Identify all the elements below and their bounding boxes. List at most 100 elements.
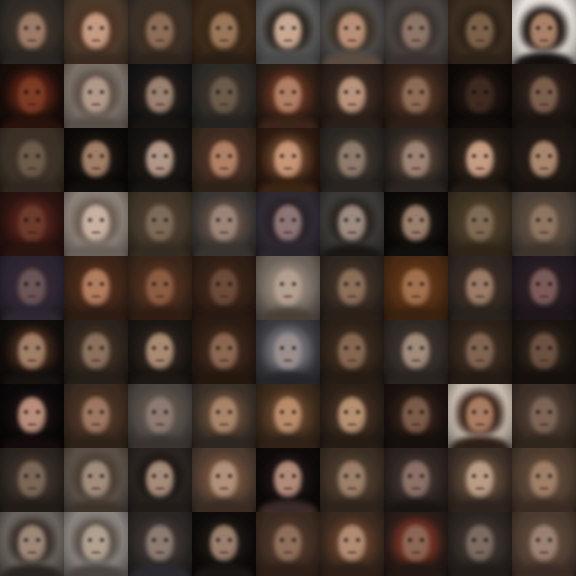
- eyes-shadow: [279, 282, 297, 286]
- eyes-shadow: [535, 474, 553, 478]
- mouth-shadow: [155, 487, 165, 490]
- face-tile: [64, 128, 128, 192]
- face-tile: [384, 256, 448, 320]
- face-blob: [530, 205, 558, 241]
- mouth-shadow: [475, 167, 485, 170]
- face-blob: [146, 13, 174, 49]
- eyes-shadow: [279, 346, 297, 350]
- face-tile: [128, 512, 192, 576]
- face-blob: [210, 77, 238, 113]
- mouth-shadow: [475, 551, 485, 554]
- shoulders-blob: [386, 436, 446, 448]
- face-blob: [146, 77, 174, 113]
- mouth-shadow: [219, 359, 229, 362]
- mouth-shadow: [347, 551, 357, 554]
- face-blob: [530, 333, 558, 369]
- shoulders-blob: [322, 564, 382, 576]
- face-tile: [448, 384, 512, 448]
- face-blob: [18, 77, 46, 113]
- eyes-shadow: [151, 474, 169, 478]
- eyes-shadow: [535, 346, 553, 350]
- face-tile: [448, 64, 512, 128]
- shoulders-blob: [514, 308, 574, 320]
- face-tile: [64, 0, 128, 64]
- mouth-shadow: [27, 551, 37, 554]
- face-blob: [338, 525, 366, 561]
- mouth-shadow: [411, 551, 421, 554]
- face-blob: [402, 333, 430, 369]
- mouth-shadow: [283, 39, 293, 42]
- eyes-shadow: [343, 410, 361, 414]
- eyes-shadow: [471, 346, 489, 350]
- shoulders-blob: [386, 180, 446, 192]
- face-tile: [256, 320, 320, 384]
- face-tile: [128, 320, 192, 384]
- mouth-shadow: [27, 359, 37, 362]
- shoulders-blob: [258, 436, 318, 448]
- face-tile: [192, 384, 256, 448]
- eyes-shadow: [279, 26, 297, 30]
- mouth-shadow: [347, 359, 357, 362]
- shoulders-blob: [66, 308, 126, 320]
- face-tile: [512, 64, 576, 128]
- mouth-shadow: [91, 231, 101, 234]
- face-blob: [18, 461, 46, 497]
- mouth-shadow: [539, 167, 549, 170]
- shoulders-blob: [386, 116, 446, 128]
- face-tile: [0, 384, 64, 448]
- mouth-shadow: [155, 167, 165, 170]
- eyes-shadow: [535, 90, 553, 94]
- face-blob: [402, 77, 430, 113]
- face-tile: [256, 64, 320, 128]
- face-blob: [18, 205, 46, 241]
- face-tile: [320, 192, 384, 256]
- shoulders-blob: [258, 500, 318, 512]
- face-blob: [466, 525, 494, 561]
- face-blob: [146, 461, 174, 497]
- face-blob: [530, 461, 558, 497]
- face-blob: [82, 525, 110, 561]
- face-tile: [384, 0, 448, 64]
- face-tile: [64, 384, 128, 448]
- mouth-shadow: [475, 103, 485, 106]
- face-blob: [338, 397, 366, 433]
- face-tile: [256, 384, 320, 448]
- mouth-shadow: [283, 231, 293, 234]
- face-tile: [0, 0, 64, 64]
- eyes-shadow: [407, 474, 425, 478]
- mouth-shadow: [283, 167, 293, 170]
- eyes-shadow: [407, 346, 425, 350]
- mouth-shadow: [91, 359, 101, 362]
- eyes-shadow: [407, 154, 425, 158]
- face-tile: [64, 448, 128, 512]
- face-tile: [64, 256, 128, 320]
- shoulders-blob: [66, 52, 126, 64]
- shoulders-blob: [2, 116, 62, 128]
- mouth-shadow: [91, 423, 101, 426]
- face-blob: [338, 77, 366, 113]
- mouth-shadow: [27, 167, 37, 170]
- shoulders-blob: [130, 244, 190, 256]
- face-blob: [210, 461, 238, 497]
- shoulders-blob: [450, 372, 510, 384]
- mouth-shadow: [283, 359, 293, 362]
- mouth-shadow: [475, 39, 485, 42]
- eyes-shadow: [23, 26, 41, 30]
- shoulders-blob: [2, 372, 62, 384]
- face-blob: [338, 205, 366, 241]
- face-blob: [530, 77, 558, 113]
- face-blob: [210, 141, 238, 177]
- mouth-shadow: [91, 39, 101, 42]
- shoulders-blob: [386, 308, 446, 320]
- eyes-shadow: [23, 90, 41, 94]
- face-tile: [64, 192, 128, 256]
- face-blob: [274, 77, 302, 113]
- mouth-shadow: [27, 423, 37, 426]
- mouth-shadow: [283, 103, 293, 106]
- face-tile: [192, 512, 256, 576]
- face-tile: [320, 0, 384, 64]
- shoulders-blob: [258, 116, 318, 128]
- eyes-shadow: [215, 282, 233, 286]
- face-tile: [384, 512, 448, 576]
- face-tile: [64, 512, 128, 576]
